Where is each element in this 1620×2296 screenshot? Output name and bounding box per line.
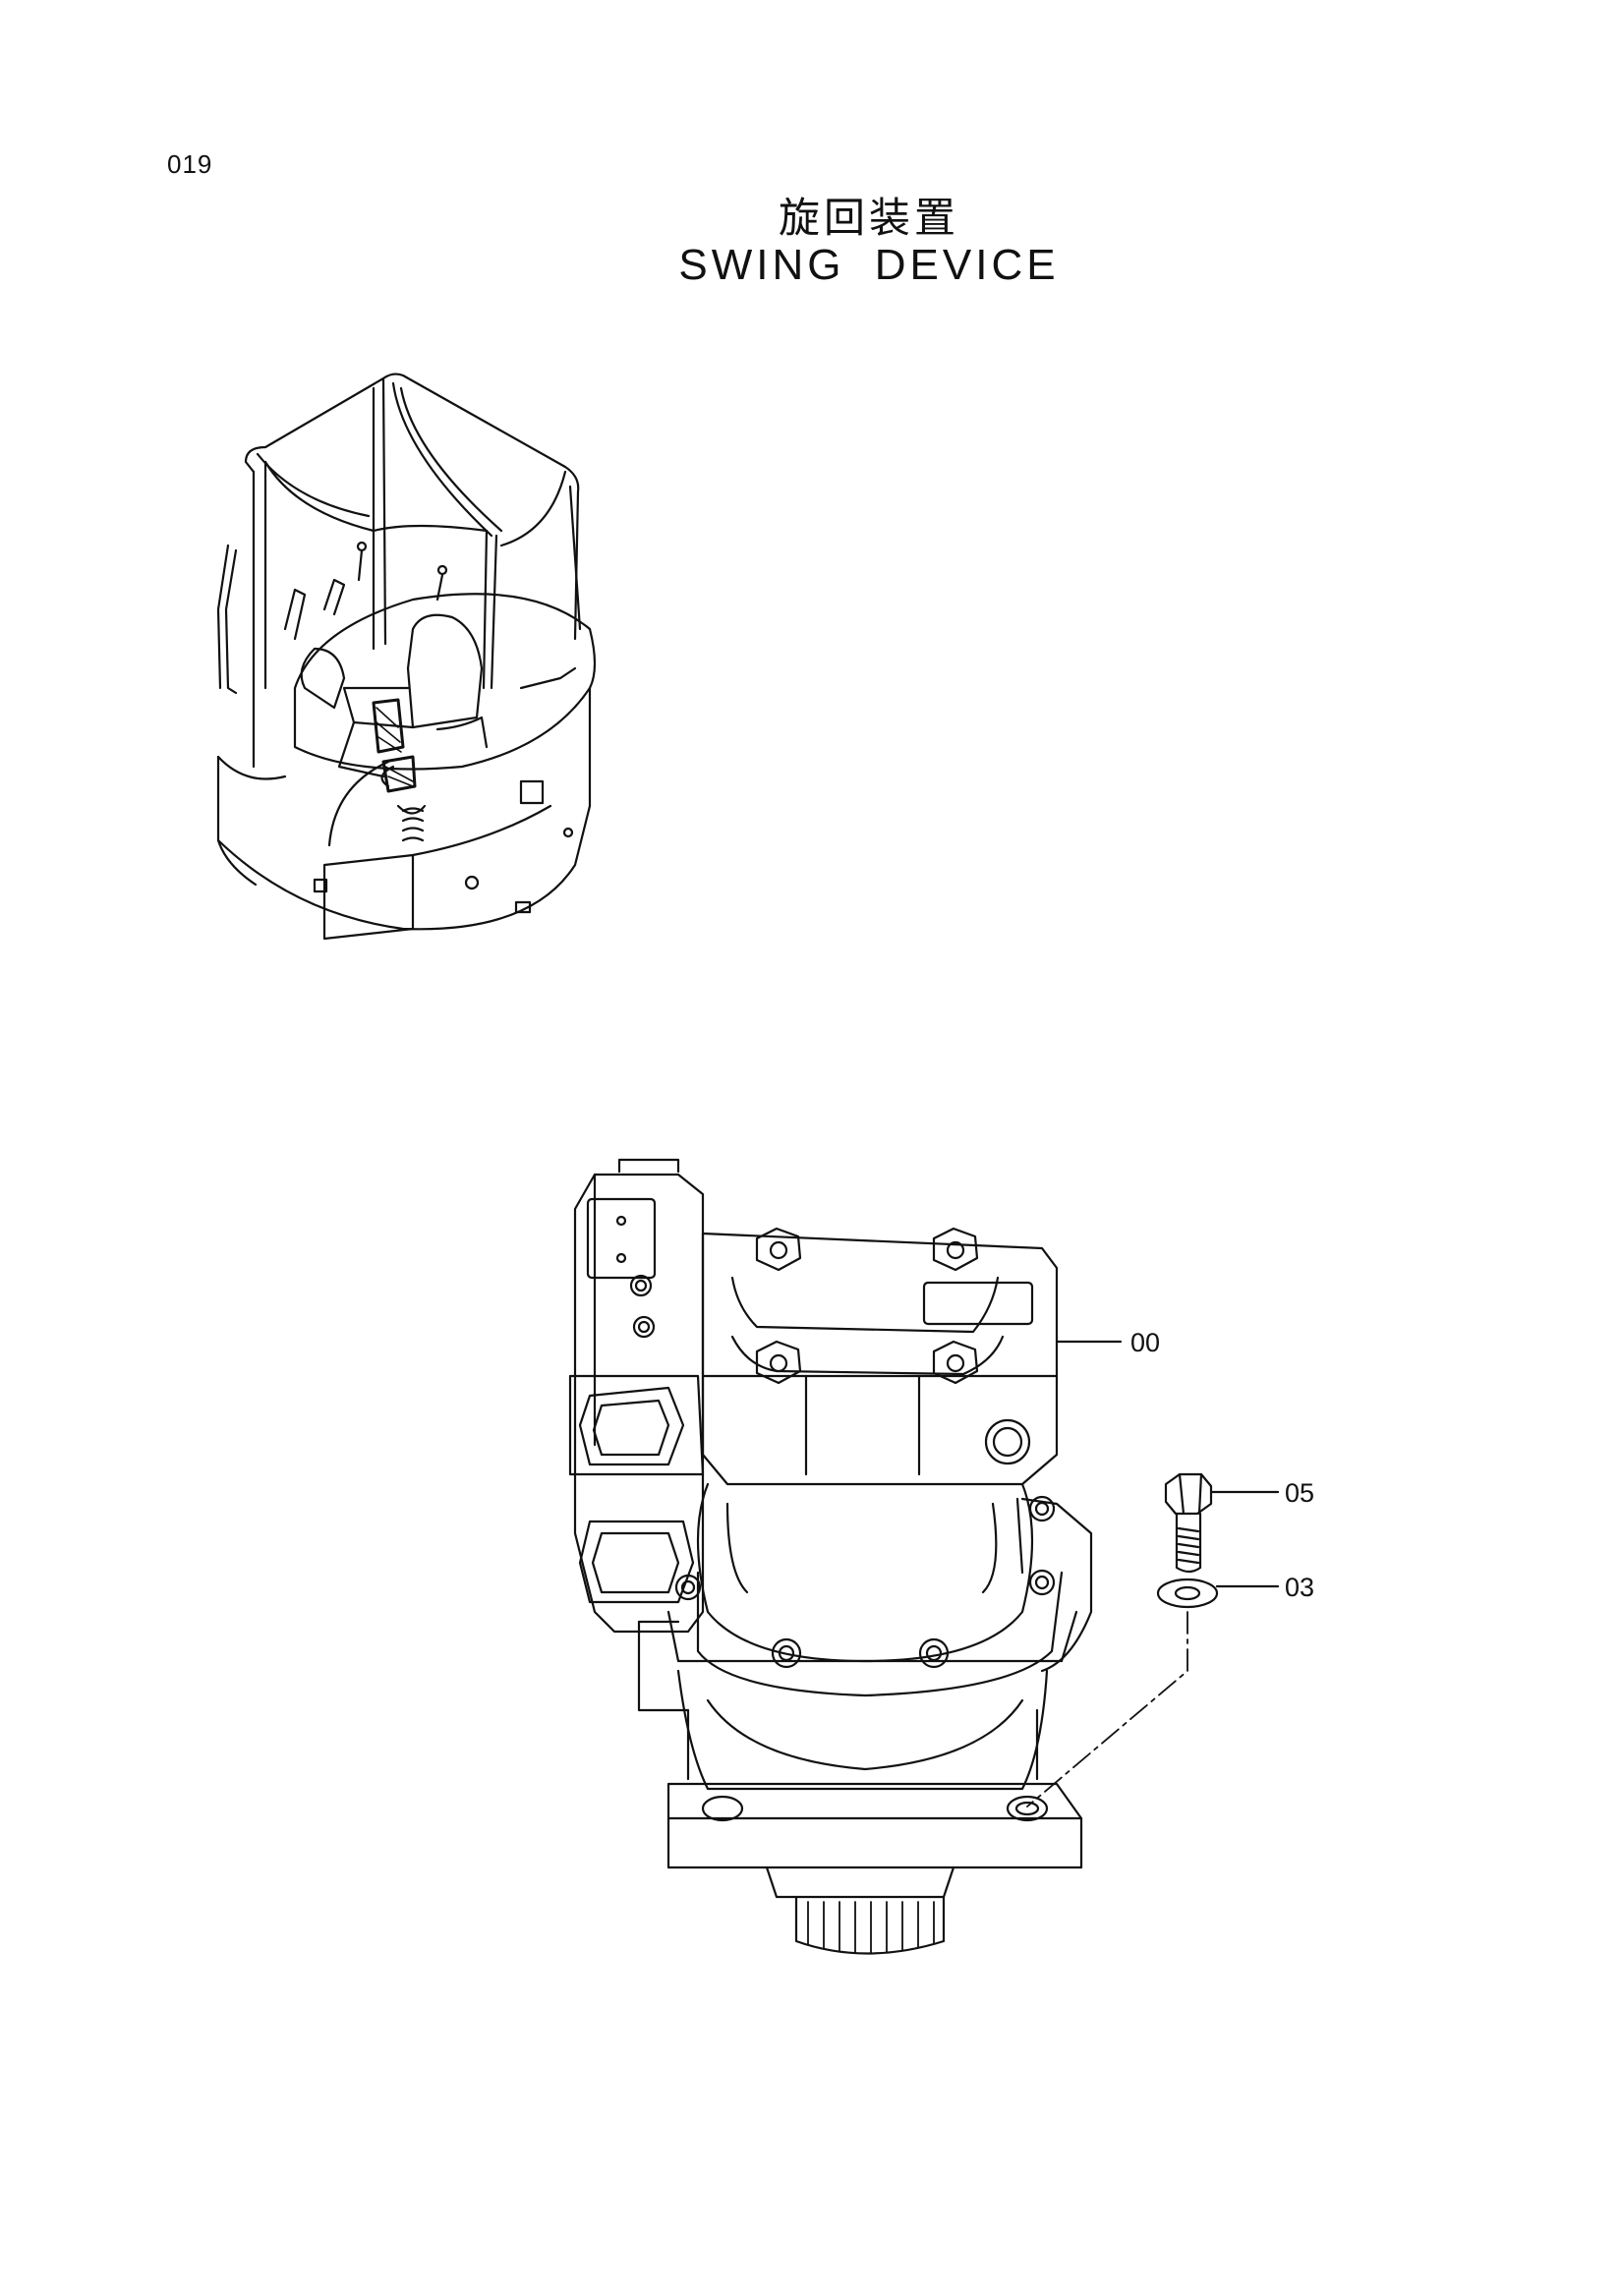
page-number: 019: [167, 149, 213, 179]
swing-motor-assembly: [568, 1158, 1093, 1955]
machine-overview-illustration: [216, 373, 597, 941]
page-title-japanese: 旋回装置: [778, 194, 959, 242]
washer-part-03: [1156, 1578, 1219, 1609]
page-title-english: SWING DEVICE: [678, 241, 1060, 289]
callout-00: 00: [1130, 1328, 1160, 1357]
callout-05: 05: [1285, 1478, 1314, 1508]
callout-03: 03: [1285, 1573, 1314, 1602]
assembly-centerline: [1026, 1611, 1188, 1808]
bolt-part-05: [1164, 1472, 1213, 1574]
